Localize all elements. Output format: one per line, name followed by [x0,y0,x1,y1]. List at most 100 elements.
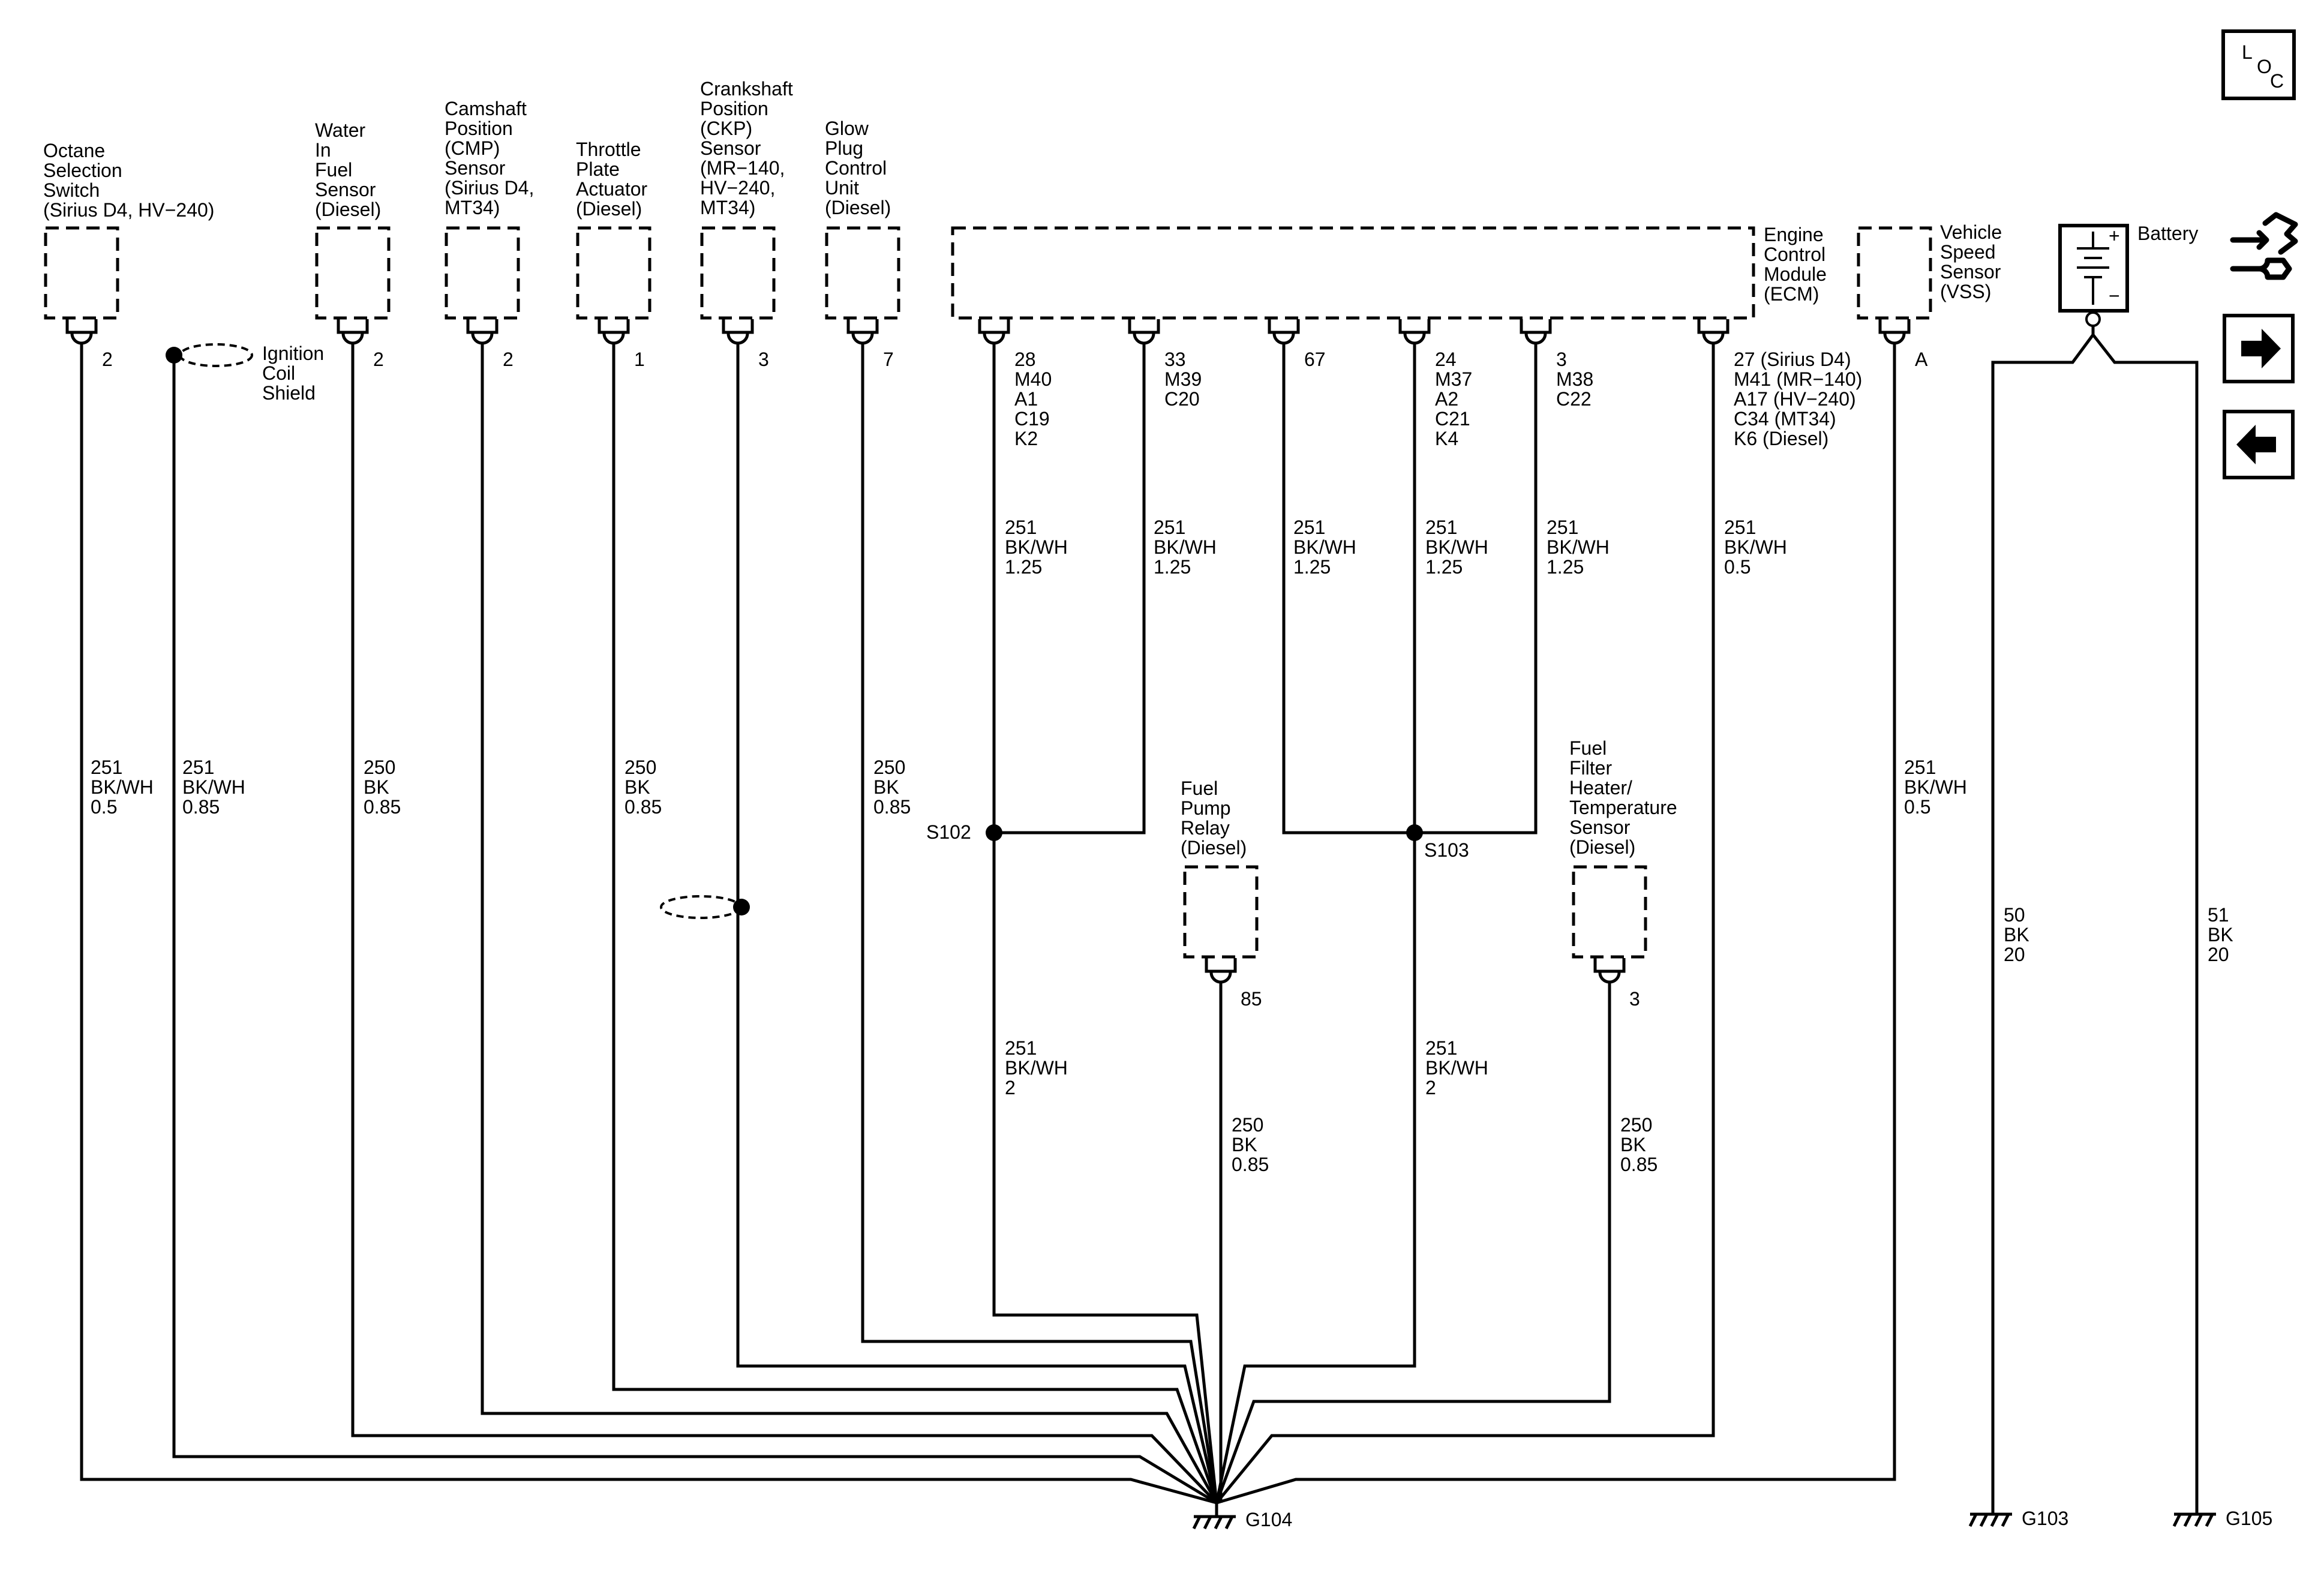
wire-throttle [612,343,1218,1503]
wire-label: BK/WH [1425,536,1488,558]
label-line: (Sirius D4, HV−240) [43,199,214,221]
wire-label: BK/WH [1425,1057,1488,1079]
label-line: Position [700,98,768,119]
wire-label: 251 [1005,517,1037,538]
splice-label-s102: S102 [926,821,971,843]
pin-label: K6 (Diesel) [1734,428,1828,449]
ground-g105: G105 [2172,1508,2272,1529]
wire-label: 251 [1547,517,1578,538]
pin-label: 3 [1629,988,1640,1010]
pin-label: 24 [1435,349,1457,370]
label-line: (CMP) [445,137,500,159]
pin-label: A2 [1435,388,1458,410]
wire-label: 251 [1154,517,1185,538]
pin-label: 2 [102,349,113,370]
camshaft-position-sensor-label: Camshaft Position (CMP) Sensor (Sirius D… [445,98,534,218]
wire-label: 51 [2208,904,2229,926]
label-line: Sensor [1940,261,2001,283]
engine-control-module-box [951,226,1755,320]
wire-label: BK [1232,1134,1257,1155]
fuel-pump-relay-box [1183,865,1259,959]
loc-button[interactable]: L O C [2221,29,2296,100]
fuel-filter-heater-sensor-box [1572,865,1647,959]
label-line: (Diesel) [1569,836,1635,858]
pin-label: M37 [1435,368,1472,390]
wire-ignition-shield [172,355,1218,1505]
label-line: Control [1764,244,1825,265]
wire-ecm3 [1282,343,1415,834]
wire-label: 0.85 [182,796,220,818]
label-line: Position [445,118,513,139]
fuel-filter-heater-sensor-label: Fuel Filter Heater/ Temperature Sensor (… [1569,737,1677,858]
octane-selection-switch-box [44,226,119,320]
label-line: Battery [2137,223,2198,244]
label-line: Octane [43,140,105,161]
octane-terminal [65,319,98,345]
pin-label: A17 (HV−240) [1734,388,1856,410]
label-line: Selection [43,160,122,181]
label-line: MT34) [700,197,755,218]
label-line: Crankshaft [700,78,793,100]
label-line: (MR−140, [700,157,785,179]
wire-vss [1216,343,1896,1505]
throttle-plate-actuator-label: Throttle Plate Actuator (Diesel) [576,139,648,220]
label-line: Control [825,157,887,179]
label-line: Engine [1764,224,1824,245]
vss-terminal [1878,319,1911,345]
previous-page-button[interactable] [2223,410,2295,479]
wire-label: BK [1620,1134,1646,1155]
pin-label: M41 (MR−140) [1734,368,1862,390]
pin-label: M39 [1164,368,1202,390]
ignition-coil-shield-ellipse [179,343,253,367]
pin-label: 2 [503,349,514,370]
label-line: Fuel [1569,737,1607,759]
ckp-shield-ellipse [660,895,741,919]
wire-label: 250 [1232,1114,1263,1136]
ecm-terminal-2 [1128,319,1160,345]
loc-letter-o: O [2257,56,2272,77]
water-in-fuel-sensor-label: Water In Fuel Sensor (Diesel) [315,119,381,220]
water-in-fuel-sensor-box [315,226,391,320]
wire-cmp [481,343,1218,1504]
wire-label: 251 [1724,517,1756,538]
battery-terminal [2085,311,2101,327]
ecm-terminal-6 [1697,319,1730,345]
wire-battery-b [2092,334,2199,1513]
connector-button[interactable] [2230,212,2298,280]
wire-label: 251 [91,757,122,778]
label-line: MT34) [445,197,500,218]
wire-label: 0.5 [91,796,117,818]
wire-label: BK [2208,924,2233,945]
octane-selection-switch-label: Octane Selection Switch (Sirius D4, HV−2… [43,140,214,221]
wire-label: BK/WH [1005,536,1068,558]
wire-label: 20 [2004,944,2025,965]
wire-battery-a [1991,324,2095,1513]
wire-label: 0.85 [364,796,401,818]
pin-label: C20 [1164,388,1200,410]
battery-plus-sign: + [2109,225,2120,247]
label-line: Sensor [1569,816,1631,838]
glow-terminal [846,319,879,345]
battery-label: Battery [2137,223,2198,244]
wire-label: 1.25 [1547,556,1584,578]
wire-label: 1.25 [1154,556,1191,578]
wire-label: BK/WH [1547,536,1610,558]
wire-label: BK [873,776,899,798]
wire-ecm5 [1415,343,1538,834]
wire-label: BK/WH [1005,1057,1068,1079]
next-page-button[interactable] [2223,314,2295,383]
label-line: Filter [1569,757,1612,779]
label-line: Temperature [1569,797,1677,818]
glow-plug-control-unit-label: Glow Plug Control Unit (Diesel) [825,118,891,218]
wire-label: 1.25 [1005,556,1042,578]
wire-label: BK/WH [182,776,245,798]
wire-s103 [1215,343,1416,1503]
wire-octane [80,343,1217,1505]
wire-glow [861,343,1218,1503]
arrow-right-icon [2241,329,2281,368]
wire-fuel-filter [1215,982,1611,1503]
vehicle-speed-sensor-box [1857,226,1932,320]
glow-plug-control-unit-box [825,226,900,320]
wire-label: 0.85 [1620,1154,1658,1175]
